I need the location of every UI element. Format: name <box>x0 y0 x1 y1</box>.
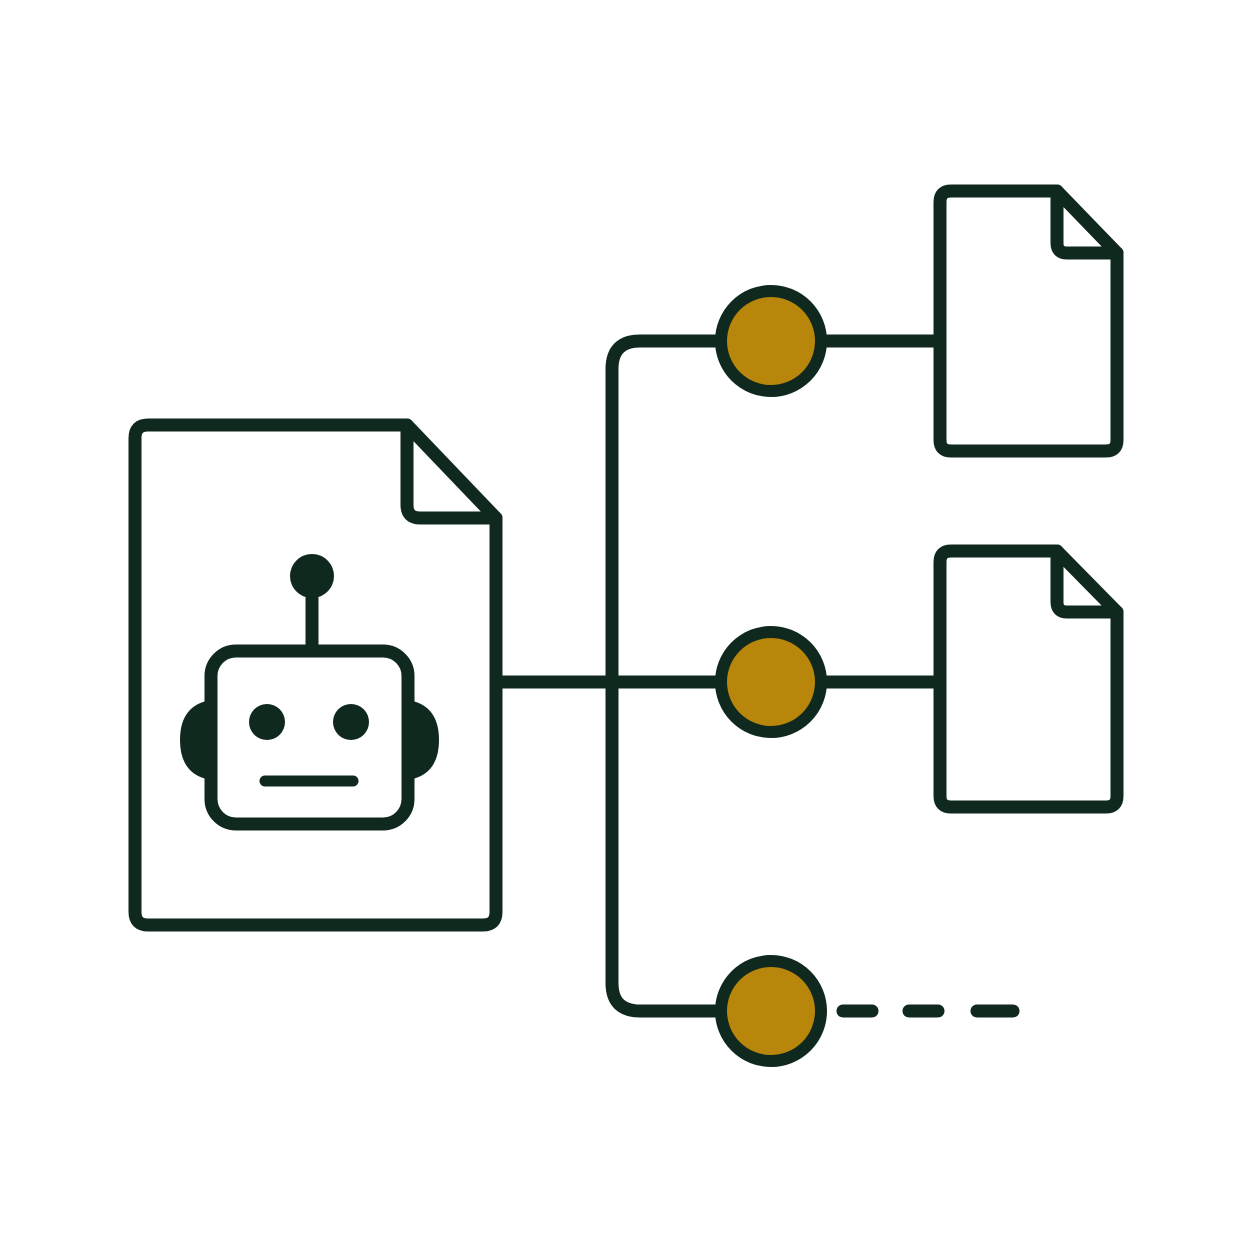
node-circle-top <box>715 285 827 397</box>
node-circle-middle <box>715 626 827 738</box>
robot-left-eye <box>249 704 285 740</box>
connector-lines <box>489 334 947 1018</box>
robot-right-eye <box>333 704 369 740</box>
robot-right-ear <box>408 700 439 780</box>
robot-antenna-tip <box>290 554 334 598</box>
document-icon-top <box>933 184 1124 458</box>
robot-face <box>204 644 415 831</box>
robot-left-ear <box>180 700 211 780</box>
source-document-icon <box>128 418 503 932</box>
robot-head-icon <box>180 554 439 831</box>
document-icon-middle <box>933 544 1124 814</box>
node-circle-bottom <box>715 955 827 1067</box>
